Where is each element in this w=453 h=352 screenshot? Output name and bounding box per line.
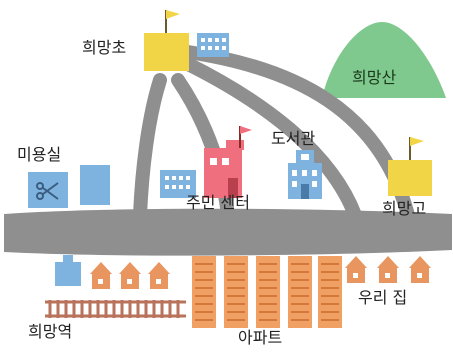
small-building-top	[197, 33, 229, 57]
station-building	[55, 255, 81, 286]
scissors-icon	[36, 182, 59, 200]
library-building	[288, 150, 322, 199]
label-community-center: 주민 센터	[186, 193, 250, 212]
high-school-building	[388, 137, 432, 196]
school-building	[144, 10, 189, 71]
community-center-building	[204, 126, 252, 198]
label-apartment: 아파트	[238, 328, 283, 347]
small-building-center	[160, 170, 196, 198]
beauty-salon-building	[28, 165, 110, 208]
label-beauty-salon: 미용실	[17, 145, 62, 164]
label-my-home: 우리 집	[358, 288, 408, 307]
label-mountain: 희망산	[352, 68, 397, 87]
label-high-school: 희망고	[382, 199, 427, 218]
main-road	[4, 208, 452, 256]
mountain	[322, 22, 446, 98]
railway	[45, 300, 186, 318]
road-school-to-library	[181, 57, 362, 222]
apartment-buildings	[192, 256, 342, 328]
label-school: 희망초	[82, 38, 127, 57]
road-school-to-left	[133, 73, 167, 222]
houses-right	[345, 256, 431, 283]
label-station: 희망역	[28, 322, 73, 341]
houses-left	[90, 262, 170, 289]
label-library: 도서관	[271, 129, 316, 148]
